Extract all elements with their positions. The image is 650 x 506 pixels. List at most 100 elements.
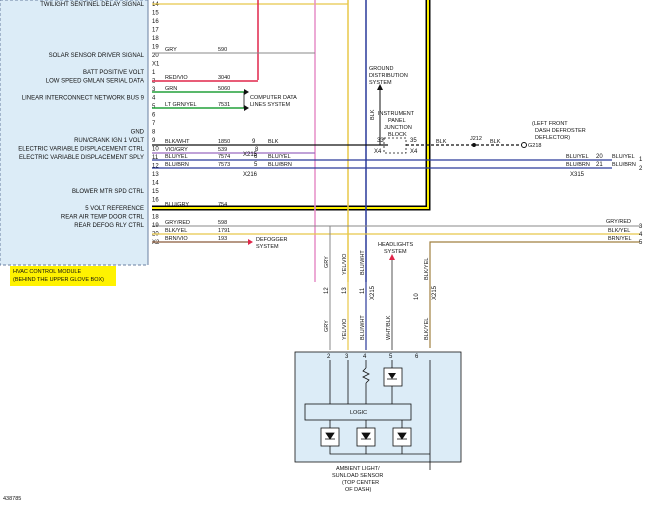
x315-pin-21: 21	[596, 162, 603, 168]
right-wire-2-label: BLU/BRN	[566, 162, 590, 168]
right-wire-3-label: GRY/RED	[606, 219, 631, 225]
vwire-pin-12: 12	[324, 287, 330, 294]
edge-marker-5: 5	[639, 240, 643, 246]
vwire-label-yel-vio-bottom: YEL/VIO	[342, 318, 348, 340]
edge-marker-2: 2	[639, 166, 643, 172]
sensor-pin-3: 3	[345, 354, 349, 360]
sensor-pin-4: 4	[363, 354, 367, 360]
module-pin-number: 11	[152, 155, 159, 161]
ipjb-pin-left: 33	[377, 138, 384, 144]
sensor-label-4: OF DASH)	[345, 487, 371, 493]
module-pin-number: 14	[152, 181, 159, 187]
module-name-line1: HVAC CONTROL MODULE	[13, 269, 81, 275]
logic-block	[304, 403, 412, 421]
label-g218: G218	[528, 143, 541, 149]
sensor-pin-6: 6	[415, 354, 419, 360]
module-pin-number: 12	[152, 164, 159, 170]
wire-label-17-color: GRY/RED	[165, 220, 190, 226]
wire-label-20-circuit: 590	[218, 47, 227, 53]
label-defroster-1: (LEFT FRONT	[532, 121, 568, 127]
edge-marker-1: 1	[639, 157, 643, 163]
label-j212: J212	[470, 136, 482, 142]
module-signal-label: GND	[131, 130, 145, 136]
label-ground-2: DISTRIBUTION	[369, 73, 408, 79]
photodiodes-bottom	[320, 420, 430, 455]
wire-label-4-color: LT GRN/YEL	[165, 102, 197, 108]
module-signal-label: 5 VOLT REFERENCE	[85, 206, 144, 212]
module-name-highlight	[10, 266, 116, 286]
edge-marker-3: 3	[639, 224, 643, 230]
connector-x216-pin-11: 5	[254, 162, 258, 168]
module-pin-number: 16	[152, 19, 159, 25]
label-ground-3: SYSTEM	[369, 80, 392, 86]
module-signal-label: REAR DEFOG RLY CTRL	[74, 223, 144, 229]
wire-label-11-circuit: 7573	[218, 162, 230, 168]
wire-label-11-right: BLU/BRN	[268, 162, 292, 168]
label-ground-1: GROUND	[369, 66, 393, 72]
module-pin-number: 18	[152, 36, 159, 42]
module-pin-number: 16	[152, 198, 159, 204]
vwire-pin-13: 13	[342, 287, 348, 294]
module-pin-number: 19	[152, 45, 159, 51]
connector-x216-label: X216	[243, 172, 258, 178]
module-pin-number: 20	[152, 53, 159, 59]
connector-x215-vertical: X215	[370, 285, 376, 300]
connector-x4-right: X4	[410, 149, 418, 155]
label-defroster-3: DEFLECTOR)	[535, 135, 570, 141]
connector-pin-ign: 8	[255, 147, 259, 153]
wire-label-18-circuit: 1791	[218, 228, 230, 234]
edge-marker-4: 4	[639, 232, 643, 238]
hvac-module-box	[0, 0, 149, 266]
vwire-label-blk-yel-bottom: BLK/YEL	[424, 318, 430, 340]
label-defroster-2: DASH DEFROSTER	[535, 128, 586, 134]
logic-label: LOGIC	[350, 410, 367, 416]
connector-x4-left: X4	[374, 149, 382, 155]
vwire-pin-11: 11	[360, 287, 366, 294]
module-pin-number: 15	[152, 189, 159, 195]
module-pin-number: 5	[152, 104, 156, 110]
module-pin-number: 10	[152, 147, 159, 153]
label-headlights-2: SYSTEM	[384, 249, 407, 255]
photodiode-top	[387, 373, 397, 380]
x315-pin-20: 20	[596, 154, 603, 160]
vwire-label-blu-wht-bottom: BLU/WHT	[360, 315, 366, 340]
wire-label-4-circuit: 7531	[218, 102, 230, 108]
wire-label-10-circuit: 7574	[218, 154, 230, 160]
sensor-label-1: AMBIENT LIGHT/	[336, 466, 380, 472]
module-signal-label: TWILIGHT SENTINEL DELAY SIGNAL	[40, 2, 144, 8]
module-pin-number: 9	[152, 138, 156, 144]
splice-j212	[472, 143, 476, 147]
wire-label-18-color: BLK/YEL	[165, 228, 187, 234]
module-pin-number: 15	[152, 11, 159, 17]
wire-label-8-color: BLK/WHT	[165, 139, 190, 145]
module-signal-label: SOLAR SENSOR DRIVER SIGNAL	[49, 53, 145, 59]
connector-x216-pin-10: 6	[254, 154, 258, 160]
module-signal-label: ELECTRIC VARIABLE DISPLACEMENT SPLY	[19, 155, 144, 161]
connector-x215-label: X215	[243, 152, 258, 158]
module-pin-number: 18	[152, 215, 159, 221]
label-defogger-2: SYSTEM	[256, 244, 279, 250]
wire-label-19-circuit: 193	[218, 236, 227, 242]
right-wire-1-top: BLU/YEL	[612, 154, 635, 160]
label-ipjb-1: INSTRUMENT	[378, 111, 415, 117]
module-pin-number: 6	[152, 113, 156, 119]
vwire-label-wht-blk: WHT/BLK	[386, 315, 392, 340]
label-defogger-1: DEFOGGER	[256, 237, 288, 243]
vwire-label-yel-vio: YEL/VIO	[342, 253, 348, 275]
arrow-ground	[377, 84, 383, 90]
label-computer-data-2: LINES SYSTEM	[250, 102, 290, 108]
module-signal-label: RUN/CRANK IGN 1 VOLT	[74, 138, 144, 144]
wire-label-10-color: BLU/YEL	[165, 154, 188, 160]
module-pin-number: X2	[152, 240, 160, 246]
connector-x215-vertical-2: X215	[432, 285, 438, 300]
arrow-defog	[248, 239, 253, 245]
label-computer-data-1: COMPUTER DATA	[250, 95, 297, 101]
label-ipjb-3: JUNCTION	[384, 125, 412, 131]
module-pin-number: 17	[152, 28, 159, 34]
label-ipjb-2: PANEL	[388, 118, 406, 124]
ground-g218	[521, 142, 527, 148]
wire-blower-yellow	[152, 0, 429, 209]
ipjb-pin-right: 35	[410, 138, 417, 144]
connector-pin-gnd: 9	[252, 139, 256, 145]
module-signal-label: REAR AIR TEMP DOOR CTRL	[61, 215, 145, 221]
